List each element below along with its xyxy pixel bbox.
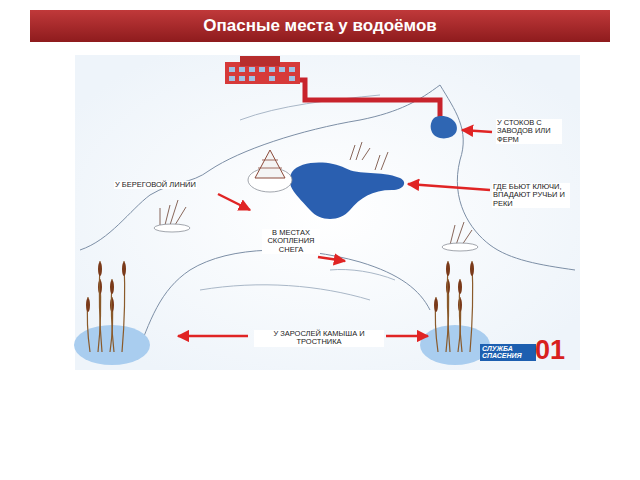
reed-head bbox=[446, 262, 450, 276]
picture-ground bbox=[75, 55, 580, 370]
reed-head bbox=[98, 262, 102, 276]
title-band bbox=[30, 10, 610, 42]
reeds-right bbox=[434, 261, 474, 352]
reed-head bbox=[434, 298, 438, 312]
reed-head bbox=[110, 298, 114, 312]
danger-label: У ЗАРОСЛЕЙ КАМЫША И ТРОСТНИКА bbox=[254, 330, 384, 347]
logo-number: 01 bbox=[535, 337, 565, 364]
reed-head bbox=[458, 298, 462, 312]
pointer-arrows bbox=[178, 130, 492, 336]
reed-head bbox=[470, 262, 474, 276]
reed-head bbox=[446, 280, 450, 294]
reed-head bbox=[86, 298, 90, 312]
danger-label: У СТОКОВ С ЗАВОДОВ ИЛИ ФЕРМ bbox=[496, 119, 562, 144]
reed-head bbox=[122, 262, 126, 276]
spring-water bbox=[290, 162, 405, 219]
reeds-left bbox=[86, 261, 126, 352]
danger-label: ГДЕ БЬЮТ КЛЮЧИ, ВПАДАЮТ РУЧЬИ И РЕКИ bbox=[492, 183, 570, 208]
page-title: Опасные места у водоёмов bbox=[30, 16, 610, 35]
logo-text: СЛУЖБА СПАСЕНИЯ bbox=[480, 344, 536, 361]
reed-head bbox=[110, 280, 114, 294]
danger-label: У БЕРЕГОВОЙ ЛИНИИ bbox=[114, 181, 197, 189]
reed-head bbox=[458, 280, 462, 294]
outflow-water bbox=[431, 116, 457, 138]
danger-label: В МЕСТАХ СКОПЛЕНИЯ СНЕГА bbox=[262, 229, 320, 254]
shore-lines bbox=[80, 85, 575, 360]
waste-pipe bbox=[300, 80, 440, 120]
reed-head bbox=[98, 280, 102, 294]
snow-drift bbox=[248, 150, 292, 192]
factory bbox=[225, 56, 300, 84]
